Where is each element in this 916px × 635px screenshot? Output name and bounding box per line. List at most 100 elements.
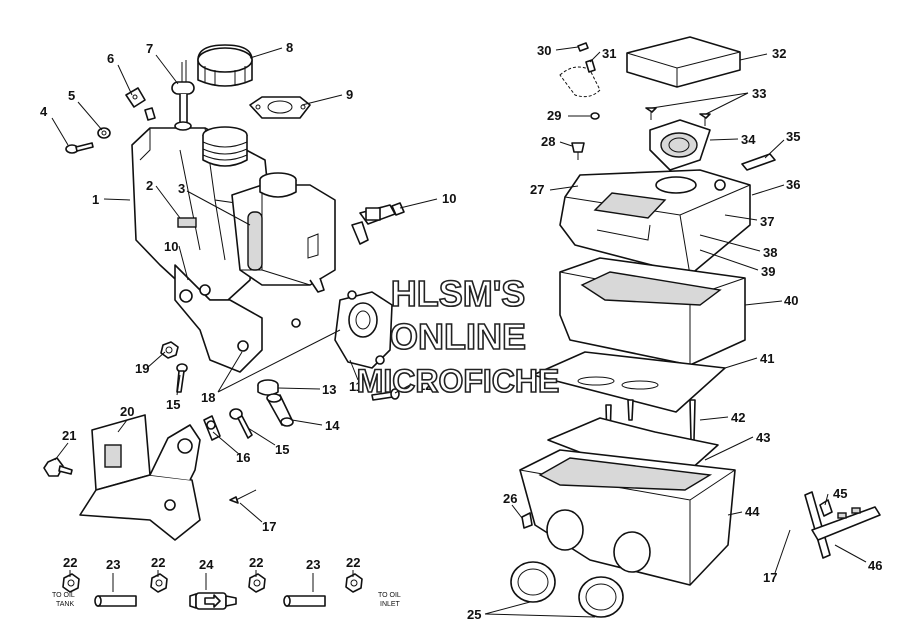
note-to-oil-tank: TO OIL TANK xyxy=(52,592,75,608)
label-26: 26 xyxy=(503,491,517,506)
air-cleaner-base-44 xyxy=(519,449,736,586)
screw-15b xyxy=(229,408,253,439)
label-10a: 10 xyxy=(442,191,456,206)
label-35: 35 xyxy=(786,129,800,144)
clamp-22d xyxy=(345,573,363,593)
nut-19 xyxy=(160,341,179,359)
clip-6 xyxy=(125,87,156,121)
label-13: 13 xyxy=(322,382,336,397)
gasket-9 xyxy=(249,96,311,119)
label-23b: 23 xyxy=(306,557,320,572)
fitting-10 xyxy=(351,202,405,245)
label-3: 3 xyxy=(178,181,185,196)
label-44: 44 xyxy=(745,504,760,519)
label-27: 27 xyxy=(530,182,544,197)
bracket-31 xyxy=(559,59,601,98)
label-32: 32 xyxy=(772,46,786,61)
leader-lines xyxy=(51,46,867,618)
cable-tie-17a xyxy=(229,489,257,504)
note-to-oil-inlet: TO OIL INLET xyxy=(378,592,401,608)
label-15a: 15 xyxy=(166,397,180,412)
clamp-22c xyxy=(248,573,266,593)
oil-reservoir xyxy=(231,184,336,293)
label-15b: 15 xyxy=(275,442,289,457)
cable-tie-45 xyxy=(819,499,833,517)
label-7: 7 xyxy=(146,41,153,56)
label-6: 6 xyxy=(107,51,114,66)
callout-labels: 1 2 3 4 5 6 7 8 9 10 10 11 12 13 14 15 1… xyxy=(40,40,882,622)
watermark-line3: MICROFICHE xyxy=(357,363,560,399)
label-33: 33 xyxy=(752,86,766,101)
check-valve-24 xyxy=(189,592,237,610)
hose-23b xyxy=(283,595,326,607)
label-4: 4 xyxy=(40,104,48,119)
label-22b: 22 xyxy=(151,555,165,570)
svg-text:TANK: TANK xyxy=(56,601,74,608)
stud-42c xyxy=(689,399,696,441)
tank-cap-8 xyxy=(197,44,253,87)
oil-tank-neck xyxy=(202,126,248,167)
label-strip-35 xyxy=(741,153,776,171)
label-20: 20 xyxy=(120,404,134,419)
filter-housing-40 xyxy=(559,257,746,366)
foam-prefilter-32 xyxy=(626,36,741,88)
tank-mount-bracket xyxy=(174,264,301,373)
label-25: 25 xyxy=(467,607,481,622)
oring-13 xyxy=(257,379,279,396)
label-21: 21 xyxy=(62,428,76,443)
label-16: 16 xyxy=(236,450,250,465)
label-12: 12 xyxy=(418,378,432,393)
seal-25a xyxy=(510,561,556,603)
watermark: HLSM'S ONLINE MICROFICHE xyxy=(356,272,560,400)
svg-text:TO OIL: TO OIL xyxy=(378,592,401,599)
reservoir-cap-neck xyxy=(259,172,297,198)
label-17a: 17 xyxy=(262,519,276,534)
fitting-14 xyxy=(266,393,294,427)
label-5: 5 xyxy=(68,88,75,103)
label-34: 34 xyxy=(741,132,756,147)
label-17b: 17 xyxy=(763,570,777,585)
label-18: 18 xyxy=(201,390,215,405)
washer-5 xyxy=(97,127,111,139)
seal-25b xyxy=(578,576,624,618)
screw-30 xyxy=(577,42,589,52)
screw-33a xyxy=(645,107,657,120)
label-37: 37 xyxy=(760,214,774,229)
label-30: 30 xyxy=(537,43,551,58)
label-38: 38 xyxy=(763,245,777,260)
stud-42b xyxy=(627,399,634,421)
svg-text:TO OIL: TO OIL xyxy=(52,592,75,599)
bolt-21 xyxy=(43,457,73,477)
mount-bracket-20 xyxy=(79,414,201,541)
label-42: 42 xyxy=(731,410,745,425)
label-43: 43 xyxy=(756,430,770,445)
hose-23a xyxy=(94,595,137,607)
screw-15a xyxy=(176,363,188,393)
label-1: 1 xyxy=(92,192,99,207)
watermark-line2: ONLINE xyxy=(390,316,526,357)
label-28: 28 xyxy=(541,134,555,149)
clamp-22a xyxy=(62,573,80,593)
label-46: 46 xyxy=(868,558,882,573)
label-23a: 23 xyxy=(106,557,120,572)
label-22a: 22 xyxy=(63,555,77,570)
label-14: 14 xyxy=(325,418,340,433)
watermark-line1: HLSM'S xyxy=(391,273,526,314)
label-29: 29 xyxy=(547,108,561,123)
label-22c: 22 xyxy=(249,555,263,570)
label-22d: 22 xyxy=(346,555,360,570)
knob-28 xyxy=(571,142,585,160)
label-39: 39 xyxy=(761,264,775,279)
washer-29 xyxy=(590,112,600,120)
label-41: 41 xyxy=(760,351,774,366)
label-9: 9 xyxy=(346,87,353,102)
filter-element-34 xyxy=(649,119,711,171)
label-10b: 10 xyxy=(164,239,178,254)
label-11: 11 xyxy=(349,379,363,394)
screw-4 xyxy=(65,142,94,154)
label-2: 2 xyxy=(146,178,153,193)
label-24: 24 xyxy=(199,557,214,572)
svg-text:INLET: INLET xyxy=(380,601,401,608)
